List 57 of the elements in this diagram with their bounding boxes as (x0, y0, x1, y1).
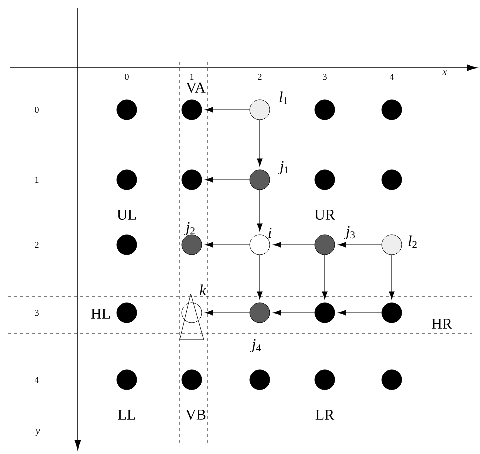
tick-label: 2 (35, 242, 39, 248)
grid-point (182, 100, 202, 120)
node-label: j$_{2}$ (184, 222, 195, 236)
tick-label: 1 (190, 74, 194, 80)
arrow (205, 177, 250, 183)
grid-point (250, 370, 270, 390)
grid-point (314, 170, 336, 190)
grid-point (314, 302, 336, 324)
axis-label: x (442, 70, 448, 76)
tick-label: 3 (323, 74, 327, 80)
tick-label: 4 (34, 377, 40, 383)
grid-point (382, 170, 402, 190)
region-label: VA (186, 82, 206, 94)
grid-point (182, 170, 202, 190)
region-label: UR (314, 210, 336, 220)
tick-label: 2 (258, 74, 262, 80)
axis-label: y (34, 430, 40, 436)
region-label: LR (316, 410, 335, 420)
grid-point (116, 170, 138, 190)
grid-point (382, 370, 402, 390)
arrow (205, 310, 250, 316)
region-label: LL (118, 410, 136, 420)
tick-label: 0 (35, 106, 39, 114)
arrow (257, 190, 263, 232)
arrow (338, 242, 382, 248)
arrow (205, 242, 250, 248)
arrow (273, 310, 316, 316)
node-label: j$_{3}$ (344, 226, 356, 240)
tick-label: 3 (35, 310, 39, 316)
grid-point (116, 234, 138, 256)
arrow (273, 242, 316, 248)
region-label: HR (432, 319, 452, 329)
node-label: l$_{1}$ (280, 92, 288, 104)
region-label: UL (117, 210, 136, 220)
node-label: j$_{1}$ (278, 161, 289, 175)
arrow (257, 120, 263, 167)
arrow (389, 254, 395, 300)
region-label: VB (186, 410, 206, 420)
grid-point (182, 370, 202, 390)
node-label: k (200, 284, 206, 296)
arrow (322, 254, 328, 300)
arrow (257, 254, 263, 300)
tick-label: 4 (390, 74, 394, 80)
grid-point (116, 302, 138, 324)
grid-point (314, 100, 336, 120)
grid-point (382, 302, 402, 324)
grid-point (314, 370, 336, 390)
tick-label: 0 (125, 74, 129, 80)
grid-point (382, 100, 402, 120)
arrow (338, 310, 382, 316)
arrow (205, 107, 250, 113)
tick-label: 1 (36, 177, 39, 183)
grid-point (116, 370, 138, 390)
node-label: j$_{4}$ (250, 339, 262, 353)
node-label: i (268, 228, 272, 238)
node-label: l$_{2}$ (408, 236, 417, 248)
grid-point (116, 100, 138, 120)
